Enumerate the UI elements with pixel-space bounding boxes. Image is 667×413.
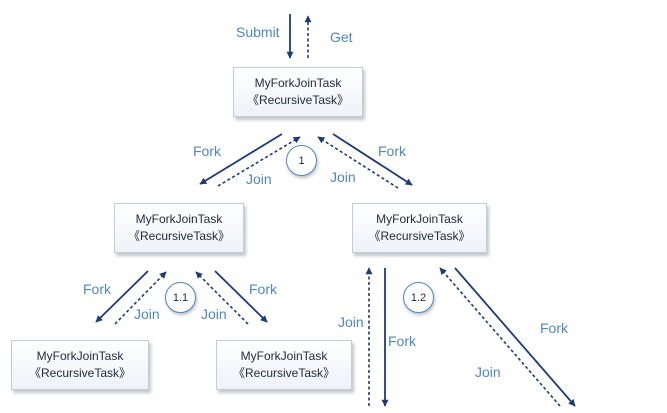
- fork-arrow-root-left: [199, 133, 283, 185]
- task-type: 《RecursiveTask》: [28, 366, 132, 380]
- join-label-left-leftleft: Join: [134, 306, 160, 322]
- join-arrow-leftleft-left: [114, 271, 167, 325]
- fork-label-right-down: Fork: [388, 333, 416, 349]
- task-name: MyForkJoinTask: [240, 349, 328, 363]
- join-arrow-left-root: [217, 136, 301, 187]
- join-label-left-leftright: Join: [201, 306, 227, 322]
- task-box-root: MyForkJoinTask 《RecursiveTask》: [233, 67, 363, 117]
- task-type: 《RecursiveTask》: [127, 229, 231, 243]
- step-badge-1-1: 1.1: [165, 282, 196, 313]
- task-name: MyForkJoinTask: [254, 76, 342, 90]
- join-label-root-right: Join: [330, 169, 356, 185]
- get-label: Get: [330, 29, 353, 45]
- task-box-left: MyForkJoinTask 《RecursiveTask》: [114, 203, 244, 253]
- task-type: 《RecursiveTask》: [368, 229, 471, 243]
- step-badge-1-2: 1.2: [403, 282, 434, 313]
- task-type: 《RecursiveTask》: [232, 366, 336, 380]
- fork-arrow-left-leftright: [214, 270, 268, 323]
- fork-arrow-left-leftleft: [95, 270, 149, 323]
- fork-arrow-root-right: [332, 133, 413, 186]
- task-name: MyForkJoinTask: [36, 349, 124, 363]
- join-label-right-down: Join: [338, 314, 364, 330]
- join-arrow-leftright-left: [195, 271, 249, 325]
- task-box-leftleft: MyForkJoinTask 《RecursiveTask》: [11, 340, 149, 390]
- submit-label: Submit: [236, 24, 280, 40]
- join-label-root-left: Join: [246, 171, 272, 187]
- join-arrow-right-root: [317, 136, 399, 189]
- fork-label-right-diagonal: Fork: [540, 320, 568, 336]
- fork-label-root-left: Fork: [193, 143, 221, 159]
- task-name: MyForkJoinTask: [376, 212, 463, 226]
- task-type: 《RecursiveTask》: [246, 93, 350, 107]
- fork-label-root-right: Fork: [378, 143, 406, 159]
- task-name: MyForkJoinTask: [135, 212, 223, 226]
- fork-label-left-leftright: Fork: [249, 281, 277, 297]
- join-arrow-diagonal-right: [439, 267, 561, 407]
- task-box-right: MyForkJoinTask 《RecursiveTask》: [352, 203, 487, 253]
- task-box-leftright: MyForkJoinTask 《RecursiveTask》: [216, 340, 352, 390]
- fork-label-left-leftleft: Fork: [83, 281, 111, 297]
- step-badge-1: 1: [286, 145, 317, 176]
- fork-arrow-right-diagonal: [454, 267, 576, 407]
- join-label-right-diagonal: Join: [475, 364, 501, 380]
